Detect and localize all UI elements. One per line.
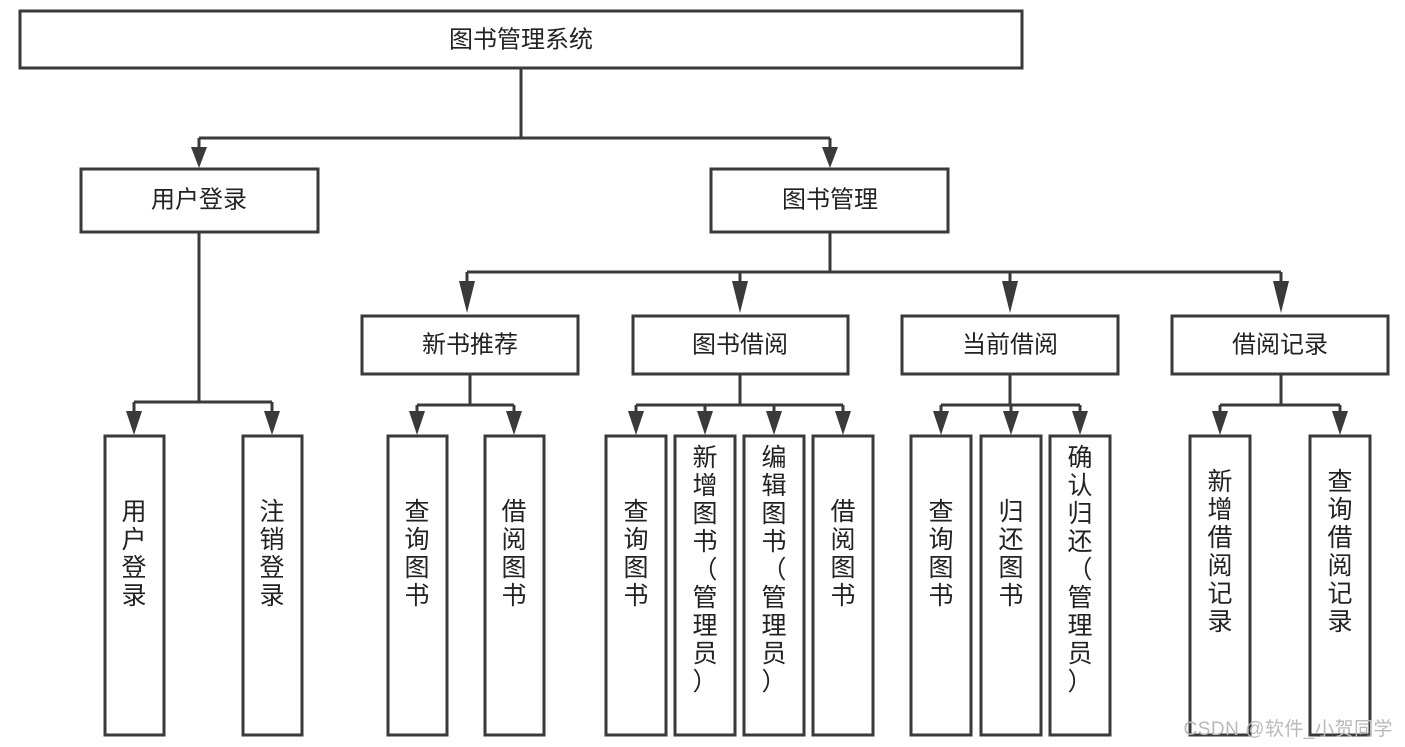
node-leaf-edit-book[interactable]: 编辑图书（管理员） (742, 434, 806, 737)
node-leaf-borrow-book-2[interactable]: 借阅图书 (811, 434, 875, 737)
node-leaf-confirm-return[interactable]: 确认归还（管理员） (1048, 434, 1112, 737)
node-new-book-recommend-label: 新书推荐 (422, 331, 518, 358)
node-leaf-query-book-1-label: 查询图书 (404, 498, 429, 610)
arrow-head-leaf-user-login (126, 411, 142, 435)
node-leaf-add-record-box[interactable] (1188, 434, 1252, 737)
node-leaf-query-book-3-box[interactable] (909, 434, 973, 737)
node-leaf-user-login-label: 用户登录 (121, 498, 146, 610)
node-book-manage-label: 图书管理 (782, 186, 878, 213)
arrow-head-leaf-add-book (697, 411, 713, 435)
arrow-head-leaf-query-book-1 (409, 411, 425, 435)
node-leaf-return-book-label: 归还图书 (998, 498, 1023, 610)
node-leaf-query-book-2[interactable]: 查询图书 (604, 434, 668, 737)
node-book-manage-box[interactable] (709, 167, 950, 234)
node-leaf-query-record[interactable]: 查询借阅记录 (1308, 434, 1372, 737)
arrow-head-leaf-confirm-return (1072, 411, 1088, 435)
node-leaf-query-book-2-label: 查询图书 (623, 498, 648, 610)
arrow-head-leaf-add-record (1212, 411, 1228, 435)
arrow-head-user-login (191, 147, 207, 168)
leaf-node-layer: 用户登录 注销登录 查询图书 借阅图书 查询图书 新增图书（管理员） (103, 434, 1372, 737)
arrow-head-leaf-borrow-book-1 (506, 411, 522, 435)
arrow-head-leaf-return-book (1003, 411, 1019, 435)
node-leaf-query-record-label: 查询借阅记录 (1327, 468, 1352, 636)
arrow-head-leaf-edit-book (766, 411, 782, 435)
node-leaf-query-book-2-box[interactable] (604, 434, 668, 737)
node-leaf-edit-book-box[interactable] (742, 434, 806, 737)
node-leaf-return-book[interactable]: 归还图书 (979, 434, 1043, 737)
node-current-borrow[interactable]: 当前借阅 (900, 314, 1120, 376)
arrow-head-current-borrow (1002, 281, 1018, 313)
node-leaf-confirm-return-label: 确认归还（管理员） (1067, 444, 1092, 696)
node-leaf-borrow-book-1-label: 借阅图书 (501, 498, 526, 610)
arrow-head-borrow-record (1273, 281, 1289, 313)
node-leaf-add-record-label: 新增借阅记录 (1207, 468, 1232, 636)
arrow-head-leaf-query-record (1332, 411, 1348, 435)
node-current-borrow-box[interactable] (900, 314, 1120, 376)
connector-layer (126, 68, 1348, 435)
node-leaf-user-login[interactable]: 用户登录 (103, 434, 166, 737)
node-leaf-return-book-box[interactable] (979, 434, 1043, 737)
node-leaf-logout[interactable]: 注销登录 (241, 434, 304, 737)
node-leaf-add-book-label: 新增图书（管理员） (692, 444, 717, 696)
node-current-borrow-label: 当前借阅 (962, 331, 1058, 358)
node-new-book-recommend-box[interactable] (360, 314, 580, 376)
node-book-borrow-label: 图书借阅 (692, 331, 788, 358)
arrow-head-leaf-query-book-2 (628, 411, 644, 435)
arrow-head-leaf-logout (264, 411, 280, 435)
node-new-book-recommend[interactable]: 新书推荐 (360, 314, 580, 376)
node-leaf-edit-book-label: 编辑图书（管理员） (761, 444, 786, 696)
node-leaf-logout-label: 注销登录 (259, 498, 284, 610)
arrow-head-book-manage (822, 147, 838, 168)
node-book-manage[interactable]: 图书管理 (709, 167, 950, 234)
arrow-head-leaf-query-book-3 (933, 411, 949, 435)
node-leaf-user-login-box[interactable] (103, 434, 166, 737)
node-user-login-box[interactable] (79, 167, 320, 234)
node-leaf-logout-box[interactable] (241, 434, 304, 737)
node-leaf-query-book-1-box[interactable] (386, 434, 449, 737)
node-leaf-query-book-3[interactable]: 查询图书 (909, 434, 973, 737)
node-root[interactable]: 图书管理系统 (18, 9, 1024, 70)
node-leaf-confirm-return-box[interactable] (1048, 434, 1112, 737)
node-root-box[interactable] (18, 9, 1024, 70)
node-leaf-borrow-book-1-box[interactable] (483, 434, 546, 737)
node-leaf-query-book-3-label: 查询图书 (928, 498, 953, 610)
node-borrow-record-label: 借阅记录 (1232, 331, 1328, 358)
node-leaf-borrow-book-2-box[interactable] (811, 434, 875, 737)
node-leaf-add-book[interactable]: 新增图书（管理员） (673, 434, 737, 737)
node-user-login-label: 用户登录 (151, 186, 247, 213)
csdn-watermark: CSDN @软件_小贺同学 (1183, 719, 1393, 740)
node-user-login[interactable]: 用户登录 (79, 167, 320, 234)
node-borrow-record-box[interactable] (1170, 314, 1390, 376)
arrow-head-new-book-recommend (459, 281, 475, 313)
arrow-head-leaf-borrow-book-2 (835, 411, 851, 435)
node-leaf-add-book-box[interactable] (673, 434, 737, 737)
node-borrow-record[interactable]: 借阅记录 (1170, 314, 1390, 376)
node-leaf-add-record[interactable]: 新增借阅记录 (1188, 434, 1252, 737)
node-leaf-borrow-book-1[interactable]: 借阅图书 (483, 434, 546, 737)
node-leaf-borrow-book-2-label: 借阅图书 (830, 498, 855, 610)
node-root-label: 图书管理系统 (449, 26, 593, 53)
node-leaf-query-record-box[interactable] (1308, 434, 1372, 737)
node-book-borrow-box[interactable] (631, 314, 850, 376)
node-leaf-query-book-1[interactable]: 查询图书 (386, 434, 449, 737)
arrow-head-book-borrow (732, 281, 748, 313)
node-book-borrow[interactable]: 图书借阅 (631, 314, 850, 376)
